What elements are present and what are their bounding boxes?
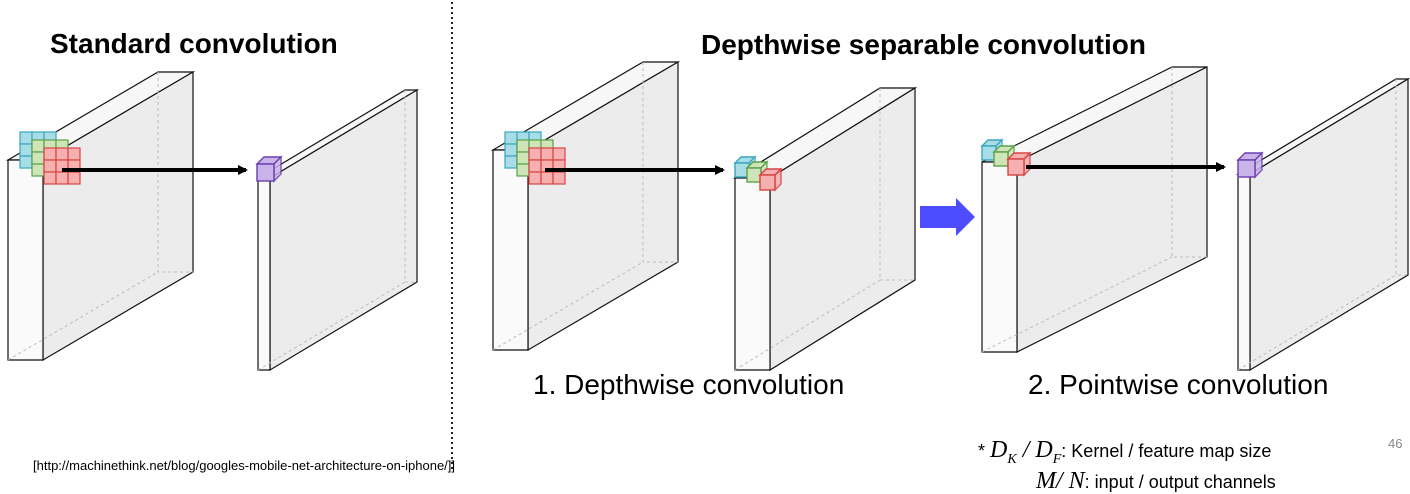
- standard-output-pixel: [255, 155, 283, 183]
- pointwise-kernel-red: [1006, 151, 1032, 177]
- note-line-1: * DK / DF: Kernel / feature map size: [978, 438, 1271, 467]
- output-volume-standard: [255, 88, 420, 372]
- standard-3x3x3-kernel-cell: [19, 131, 33, 145]
- input-volume-standard-front-face: [7, 159, 44, 361]
- depthwise-output-green-front: [746, 167, 762, 183]
- depthwise-output-volume-hidden-depth: [734, 279, 881, 371]
- symbol-m-n: M/ N: [1036, 468, 1085, 494]
- output-volume-standard-hidden-depth: [257, 281, 406, 371]
- depthwise-3x3-kernels-cell: [504, 131, 518, 145]
- depthwise-3x3-kernels-cell: [528, 147, 542, 161]
- standard-3x3x3-kernel-cell: [43, 159, 57, 173]
- depthwise-3x3-kernels-cell: [540, 171, 554, 185]
- pointwise-output-volume: [1235, 77, 1410, 372]
- depthwise-3x3-kernels-cell: [504, 143, 518, 157]
- input-volume-standard-hidden-depth: [7, 271, 159, 361]
- standard-convolution-title: Standard convolution: [50, 28, 338, 59]
- standard-3x3x3-kernel-cell: [31, 163, 45, 177]
- standard-3x3x3-kernel-cell: [31, 139, 45, 153]
- depthwise-3x3-kernels-cell: [540, 147, 554, 161]
- standard-3x3x3-kernel-cell: [43, 147, 57, 161]
- standard-3x3x3-kernel-cell: [43, 171, 57, 185]
- pointwise-output-volume-hidden-depth: [1237, 274, 1397, 371]
- depthwise-3x3-kernels-cell: [528, 159, 542, 173]
- depthwise-output-volume: [732, 86, 918, 372]
- standard-3x3x3-kernel-cell: [31, 151, 45, 165]
- output-volume-standard-hidden-edges: [404, 90, 417, 283]
- reference-link[interactable]: [http://machinethink.net/blog/googles-mo…: [33, 458, 456, 473]
- pointwise-output-pixel-front: [1237, 159, 1256, 178]
- depthwise-3x3-kernels-cell: [552, 147, 566, 161]
- symbol-k: K: [1007, 451, 1017, 467]
- note-text-1: : Kernel / feature map size: [1061, 441, 1272, 461]
- input-volume-standard-hidden-edges: [157, 72, 193, 273]
- pointwise-kernel-red-front: [1007, 158, 1025, 176]
- note-text-2: : input / output channels: [1084, 472, 1276, 492]
- standard-3x3x3-kernel-cell: [19, 143, 33, 157]
- symbol-slash: /: [1022, 437, 1030, 463]
- note-line-2: M/ N: input / output channels: [1036, 469, 1276, 493]
- input-volume-depthwise-hidden-edges: [642, 62, 678, 263]
- symbol-f: F: [1052, 451, 1062, 467]
- input-volume-depthwise: [490, 60, 681, 352]
- symbol-d2: D: [1035, 437, 1053, 463]
- pointwise-kernel-green-front: [993, 151, 1009, 167]
- symbol-d: D: [990, 437, 1008, 463]
- standard-3x3x3-kernel-cell: [55, 147, 69, 161]
- pointwise-output-volume-hidden-edges: [1395, 79, 1408, 276]
- standard-3x3x3-kernel-cell: [67, 147, 81, 161]
- pointwise-step-caption: 2. Pointwise convolution: [1028, 369, 1329, 400]
- standard-3x3x3-kernel-cell: [67, 171, 81, 185]
- output-volume-standard-front-face: [257, 177, 271, 371]
- pointwise-input-volume-front-face: [981, 161, 1018, 353]
- depthwise-output-red-front: [759, 174, 776, 191]
- pointwise-output-volume-front-face: [1237, 173, 1251, 371]
- depthwise-output-red: [758, 167, 783, 192]
- pointwise-output-pixel: [1236, 151, 1264, 179]
- standard-output-pixel-front: [256, 163, 275, 182]
- depthwise-output-volume-front-face: [734, 177, 771, 371]
- depthwise-step-caption: 1. Depthwise convolution: [533, 369, 845, 400]
- standard-3x3x3-kernel: [19, 131, 81, 185]
- standard-3x3x3-kernel-cell: [55, 171, 69, 185]
- pointwise-input-volume: [981, 66, 1208, 353]
- input-volume-standard: [5, 70, 196, 362]
- right-arrow-icon: [920, 198, 975, 236]
- depthwise-3x3-kernels-cell: [516, 139, 530, 153]
- depthwise-3x3-kernels-cell: [516, 151, 530, 165]
- standard-3x3x3-kernel-cell: [19, 155, 33, 169]
- page-number: 46: [1388, 436, 1403, 451]
- pointwise-kernel-cyan: [980, 138, 1004, 162]
- depthwise-3x3-kernels-cell: [504, 155, 518, 169]
- note-star: *: [978, 441, 986, 461]
- input-volume-depthwise-front-face: [492, 149, 529, 351]
- depthwise-3x3-kernels-cell: [552, 171, 566, 185]
- depthwise-separable-title: Depthwise separable convolution: [701, 29, 1146, 60]
- input-volume-depthwise-hidden-depth: [492, 261, 644, 351]
- depthwise-3x3-kernels-cell: [528, 171, 542, 185]
- depthwise-3x3-kernels-cell: [516, 163, 530, 177]
